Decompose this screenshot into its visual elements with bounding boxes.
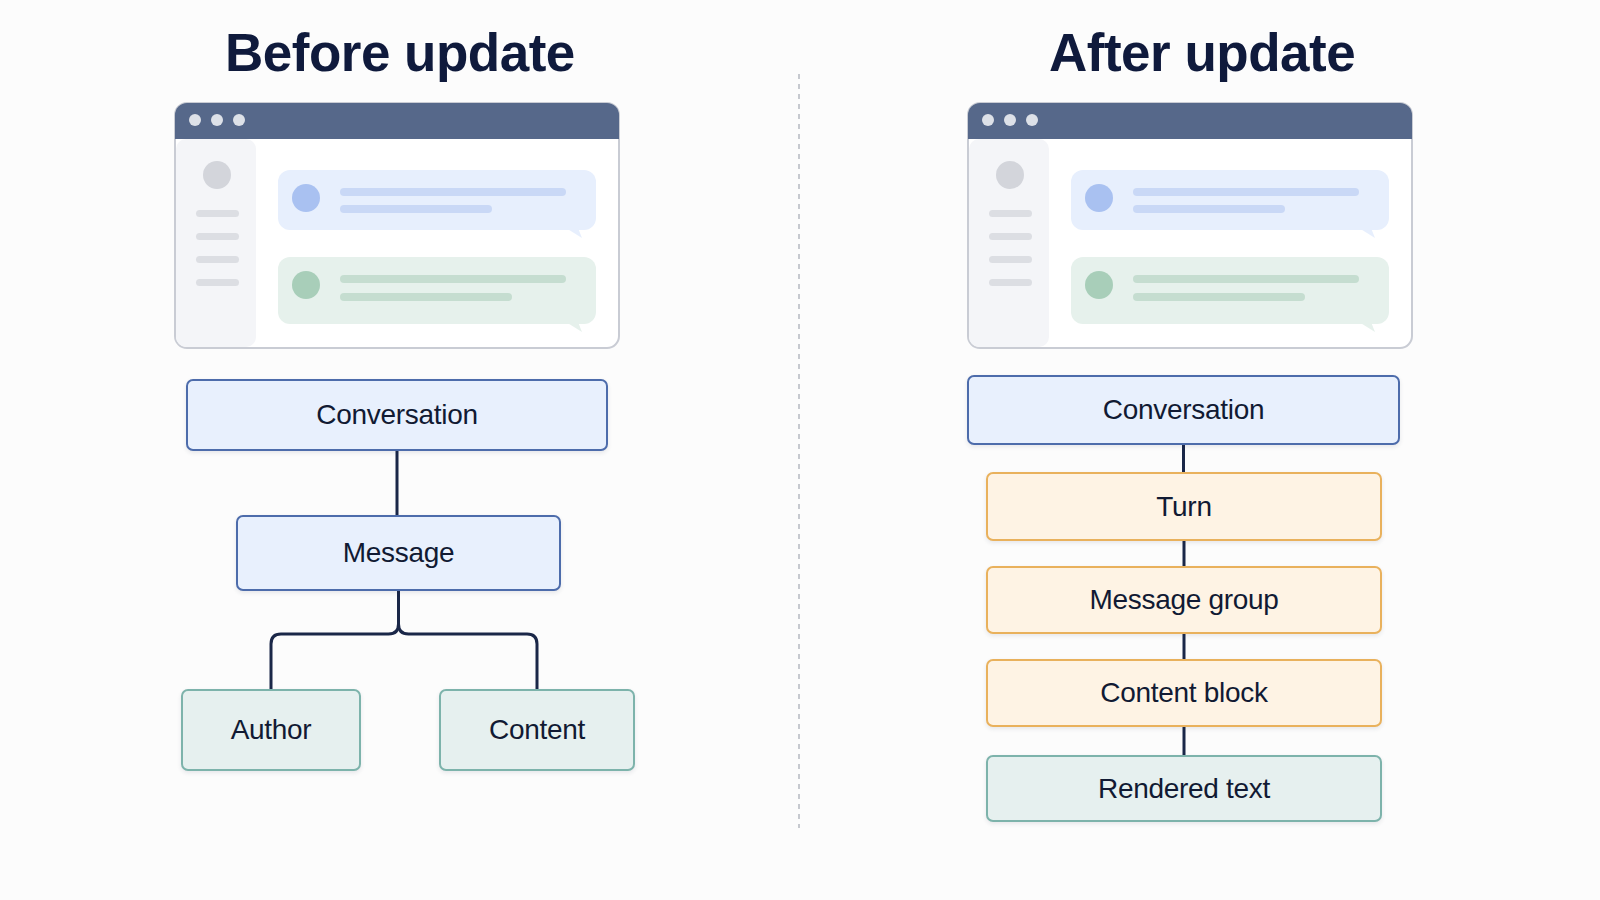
- connector-line: [397, 451, 398, 515]
- divider-line: [798, 74, 800, 828]
- box-label: Message: [343, 537, 455, 569]
- hierarchy-box: Content: [439, 689, 635, 771]
- connector-line: [1183, 445, 1184, 472]
- connector-line: [1184, 727, 1185, 755]
- box-label: Conversation: [1103, 394, 1264, 426]
- connector-line: [399, 591, 538, 689]
- hierarchy-box: Turn: [986, 472, 1382, 541]
- section-heading: After update: [1049, 22, 1355, 83]
- connector-line: [1184, 541, 1185, 566]
- hierarchy-box: Author: [181, 689, 361, 771]
- hierarchy-box: Message: [236, 515, 561, 591]
- connector-line: [271, 591, 399, 689]
- hierarchy-box: Rendered text: [986, 755, 1382, 822]
- connector-line: [399, 591, 538, 689]
- box-label: Content block: [1100, 677, 1267, 709]
- box-label: Conversation: [316, 399, 477, 431]
- box-label: Content: [489, 714, 585, 746]
- app-mockup: [967, 102, 1413, 349]
- app-mockup: [174, 102, 620, 349]
- hierarchy-box: Content block: [986, 659, 1382, 727]
- section-heading: Before update: [225, 22, 575, 83]
- connector-line: [271, 591, 399, 689]
- connector-line: [1184, 634, 1185, 659]
- connector-line: [1182, 445, 1185, 472]
- app-mockup: [968, 103, 1412, 348]
- connector-line: [1183, 541, 1186, 566]
- box-label: Turn: [1156, 491, 1211, 523]
- hierarchy-box: Message group: [986, 566, 1382, 634]
- box-label: Rendered text: [1098, 773, 1270, 805]
- app-mockup: [175, 103, 619, 348]
- hierarchy-box: Conversation: [186, 379, 608, 451]
- connector-line: [1183, 727, 1186, 755]
- hierarchy-box: Conversation: [967, 375, 1400, 445]
- box-label: Message group: [1089, 584, 1278, 616]
- connector-line: [396, 451, 399, 515]
- box-label: Author: [231, 714, 312, 746]
- connector-line: [1183, 634, 1186, 659]
